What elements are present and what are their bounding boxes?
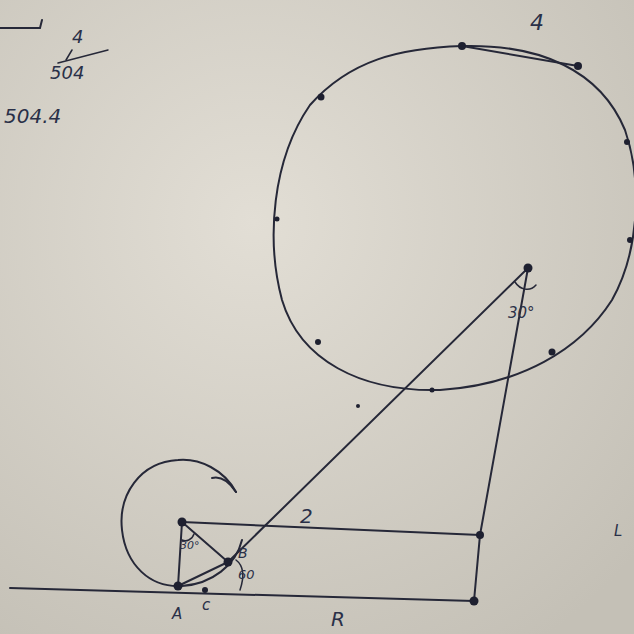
horizontal-line (182, 522, 480, 535)
length-label: L (614, 524, 622, 539)
pencil-lines (0, 20, 634, 601)
arc-length: 4 (530, 12, 544, 34)
ground-line (10, 588, 474, 601)
angle-label: 30° (508, 306, 535, 321)
radius (178, 522, 228, 586)
point-label: B (238, 546, 248, 560)
small-circle (212, 478, 236, 492)
angle-label: 30° (180, 540, 200, 551)
point-label: A (172, 607, 182, 622)
angle-label: 60 (238, 568, 255, 581)
length-label: R (331, 609, 345, 629)
chord (462, 46, 578, 66)
point-label: c (202, 598, 210, 613)
large-circle (274, 46, 634, 390)
points (174, 42, 634, 606)
product-note: 504.4 (4, 106, 61, 126)
corner-mark (0, 20, 42, 28)
fraction-denominator: 504 (50, 64, 84, 82)
fraction-bar (58, 50, 108, 63)
angle-arc (515, 282, 536, 289)
length-label: 2 (300, 506, 313, 526)
fraction-numerator: 4 (72, 28, 83, 46)
